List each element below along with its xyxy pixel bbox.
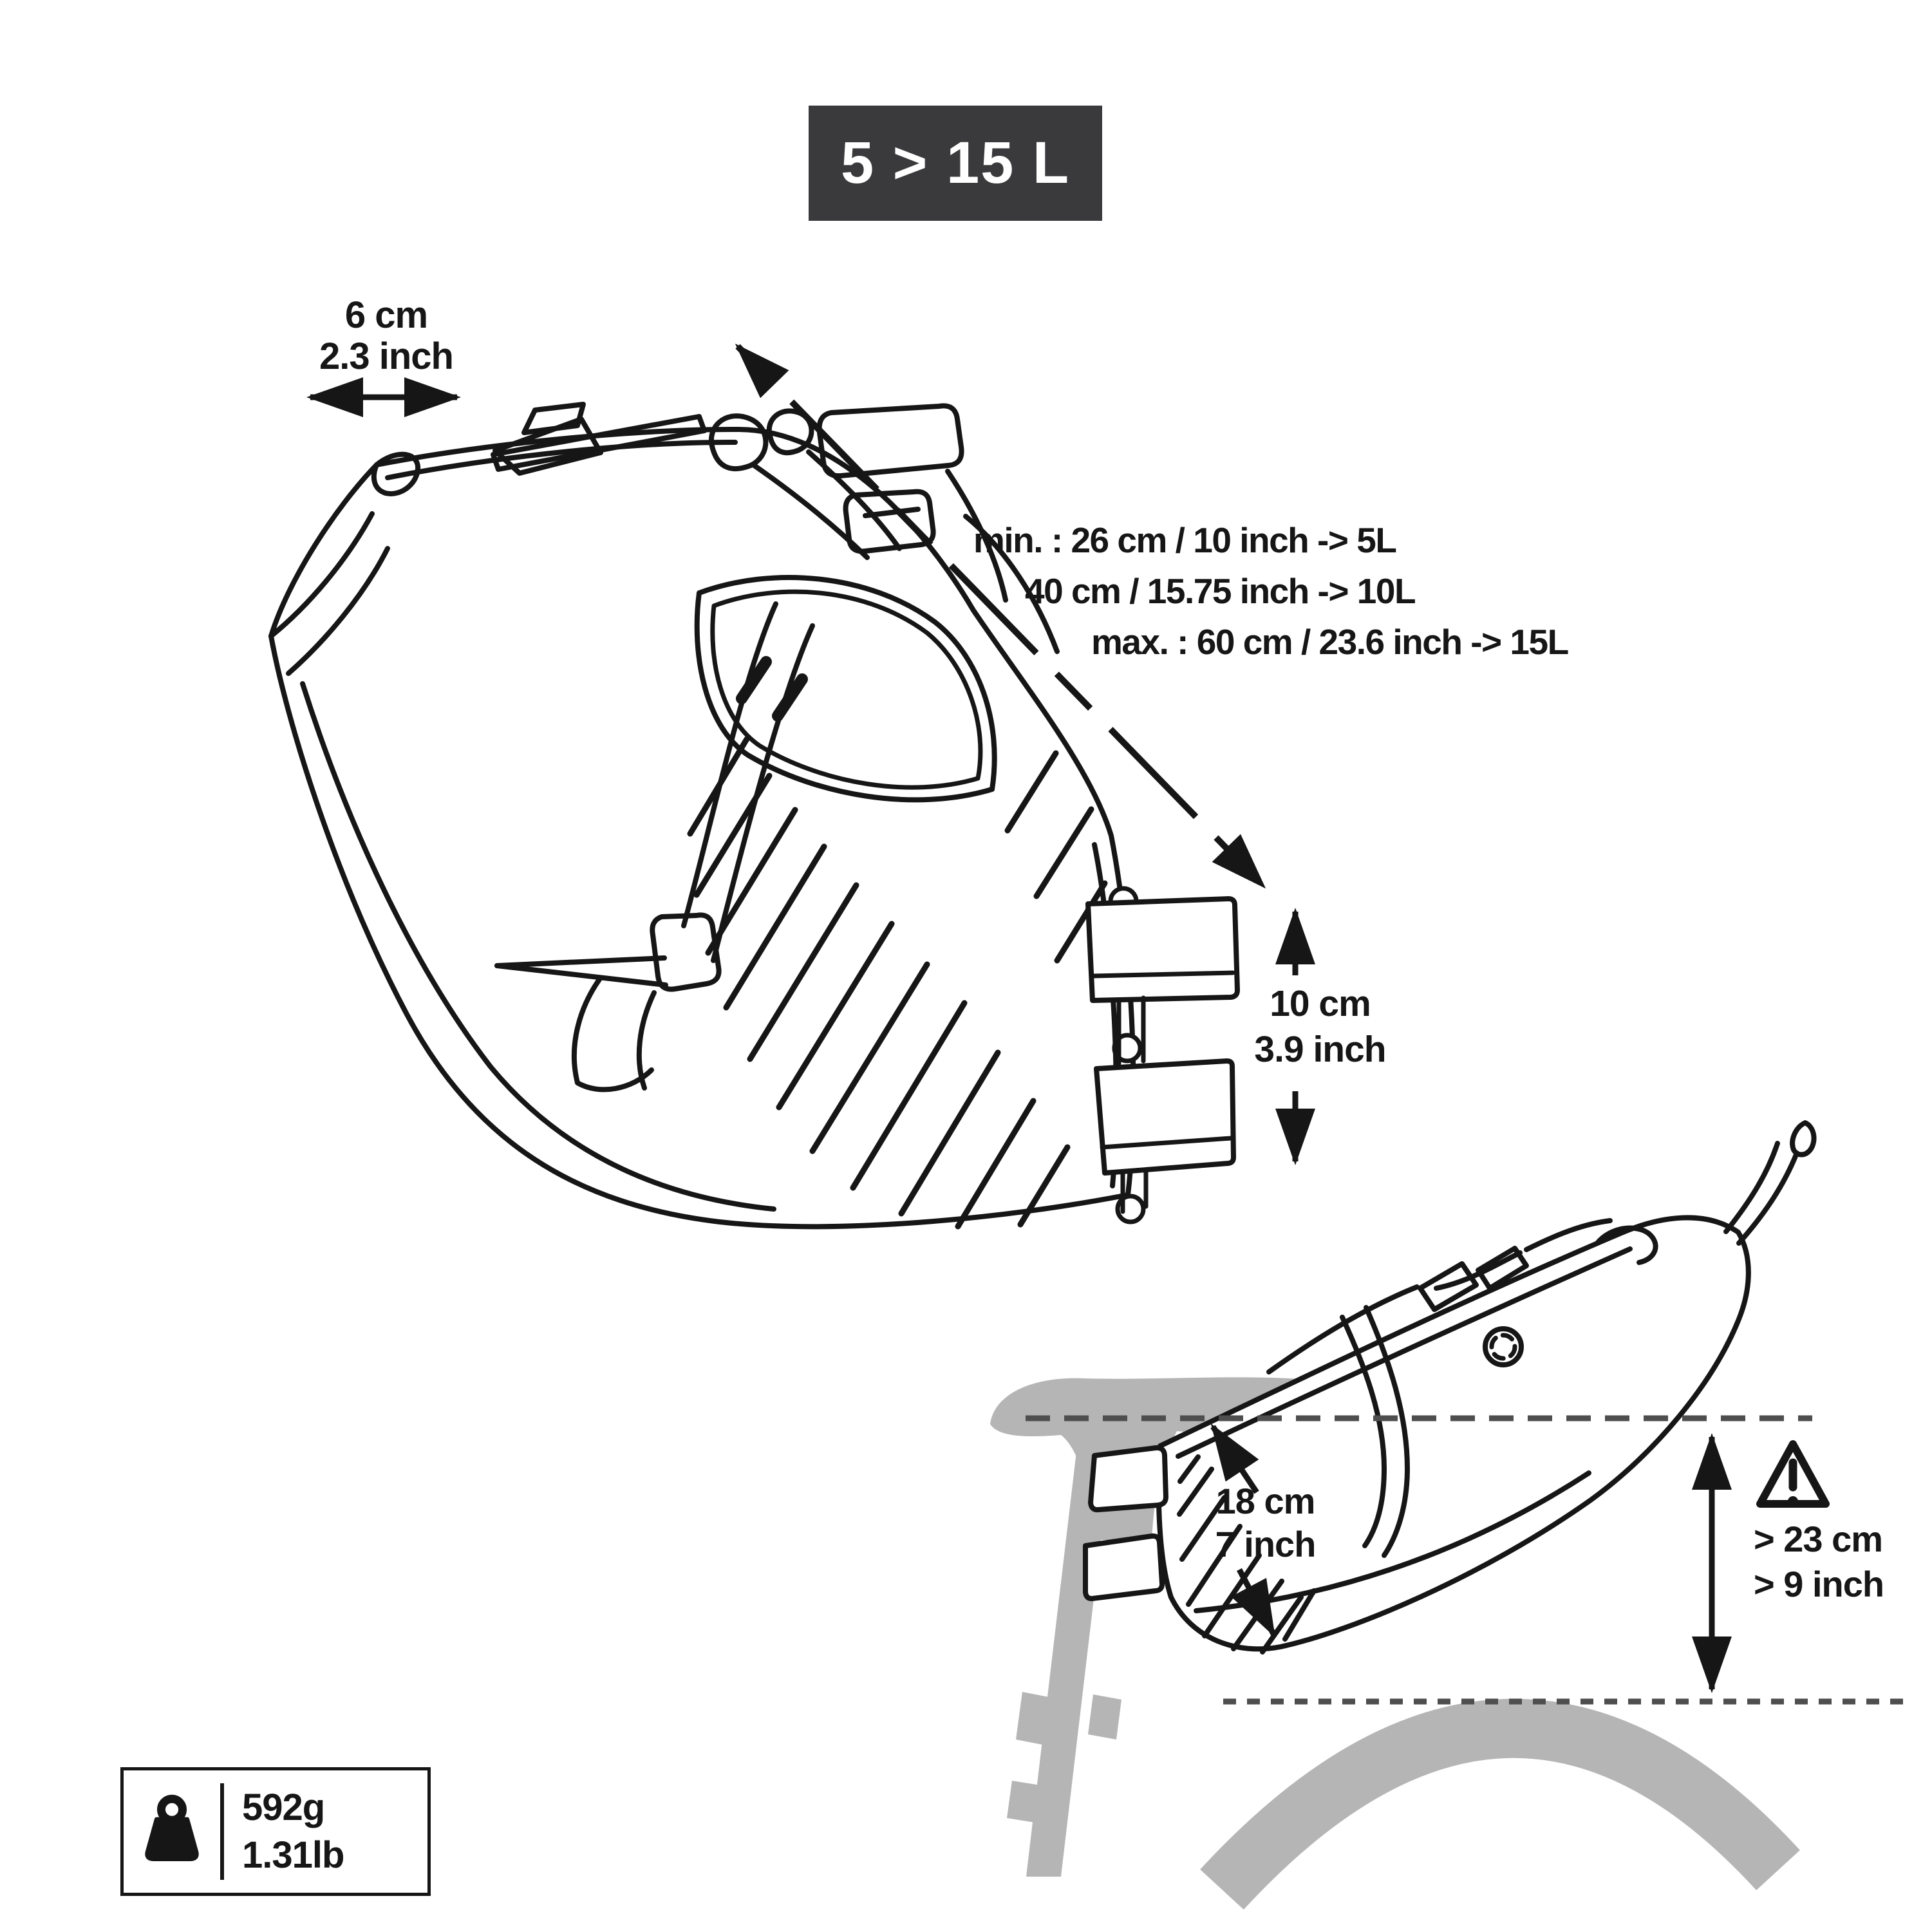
roll-top-endcap xyxy=(371,451,421,496)
depth-18cm-arrow-down xyxy=(1231,1568,1276,1638)
velcro-strap-upper-seam xyxy=(1090,970,1235,979)
clearance-label: > 23 cm > 9 inch xyxy=(1754,1517,1884,1607)
length-options-label: min. : 26 cm / 10 inch -> 5L 40 cm / 15.… xyxy=(973,515,1569,668)
mounted-bag-illustration xyxy=(990,1120,1817,1910)
strap-height-cm: 10 cm xyxy=(1270,983,1371,1024)
length-option-max: max. : 60 cm / 23.6 inch -> 15L xyxy=(1091,622,1569,662)
seat-clamp-silhouette xyxy=(1007,1692,1121,1823)
strap-hook xyxy=(1595,1225,1658,1265)
divider xyxy=(220,1783,224,1880)
strap-cord xyxy=(1434,1250,1523,1291)
rail-width-inch: 2.3 inch xyxy=(319,335,454,377)
strap-height-label: 10 cm 3.9 inch xyxy=(1241,981,1399,1073)
mounted-bag-strap xyxy=(1364,1305,1410,1558)
snap-button-detail xyxy=(1489,1333,1517,1361)
snap-button xyxy=(1483,1326,1524,1367)
rear-fender-silhouette xyxy=(1200,1698,1800,1910)
rail-width-cm: 6 cm xyxy=(344,294,428,336)
ladderlock-buckle xyxy=(650,912,722,992)
saddle-rail-buckle xyxy=(1418,1261,1479,1312)
fabric-pleat xyxy=(571,976,654,1093)
velcro-strap-upper xyxy=(1085,896,1240,1003)
clearance-cm: > 23 cm xyxy=(1754,1519,1883,1559)
clearance-guides xyxy=(1026,1415,1904,1705)
weight-pounds: 1.31lb xyxy=(242,1834,344,1876)
length-option-min: min. : 26 cm / 10 inch -> 5L xyxy=(973,520,1397,560)
fabric-pleat xyxy=(636,990,657,1091)
saddle-rail-wedge xyxy=(492,417,603,476)
rail-width-label: 6 cm 2.3 inch xyxy=(256,295,516,377)
saddle-rail-buckle xyxy=(1476,1246,1529,1291)
warning-triangle-icon xyxy=(1756,1440,1830,1508)
strap-tail xyxy=(494,963,668,988)
weight-grams: 592g xyxy=(242,1787,325,1828)
bag-depth-label: 18 cm 7 inch xyxy=(1196,1479,1335,1566)
roll-top-fold xyxy=(286,546,390,676)
clearance-inch: > 9 inch xyxy=(1754,1564,1884,1604)
volume-badge: 5 > 15 L xyxy=(809,106,1102,221)
top-seam xyxy=(385,439,738,480)
front-velcro-strap xyxy=(1088,1445,1168,1513)
measure-arrows xyxy=(306,343,1315,1165)
volume-badge-label: 5 > 15 L xyxy=(840,130,1071,196)
depth-18cm-arrow-up xyxy=(1210,1423,1259,1494)
tail-cord xyxy=(1736,1150,1799,1246)
saddle-rail-bar xyxy=(491,414,707,472)
front-velcro-strap xyxy=(1083,1533,1165,1602)
bottom-seam xyxy=(300,681,776,1212)
strap-height-inch: 3.9 inch xyxy=(1254,1029,1386,1070)
mounted-bag-strap xyxy=(1340,1315,1387,1548)
velcro-strap-lower-seam xyxy=(1100,1136,1233,1150)
roll-top-fold xyxy=(268,511,375,639)
length-adjust-dashed-arrow xyxy=(735,343,1266,889)
strap-cord xyxy=(1524,1218,1613,1252)
bag-depth-cm: 18 cm xyxy=(1215,1481,1316,1521)
cord-toggle xyxy=(1790,1120,1817,1158)
tail-cord xyxy=(1723,1141,1780,1234)
strap-tail xyxy=(494,955,667,968)
length-option-mid: 40 cm / 15.75 inch -> 10L xyxy=(1025,571,1416,611)
bag-depth-inch: 7 inch xyxy=(1215,1524,1317,1564)
strap-web xyxy=(1116,995,1149,1214)
weight-spec-box: 592g 1.31lb xyxy=(120,1767,431,1896)
mounted-bag-outline xyxy=(1156,1215,1751,1652)
strap-cord xyxy=(1266,1284,1420,1374)
kettlebell-weight-icon xyxy=(124,1794,220,1870)
velcro-strap-lower xyxy=(1094,1058,1236,1176)
